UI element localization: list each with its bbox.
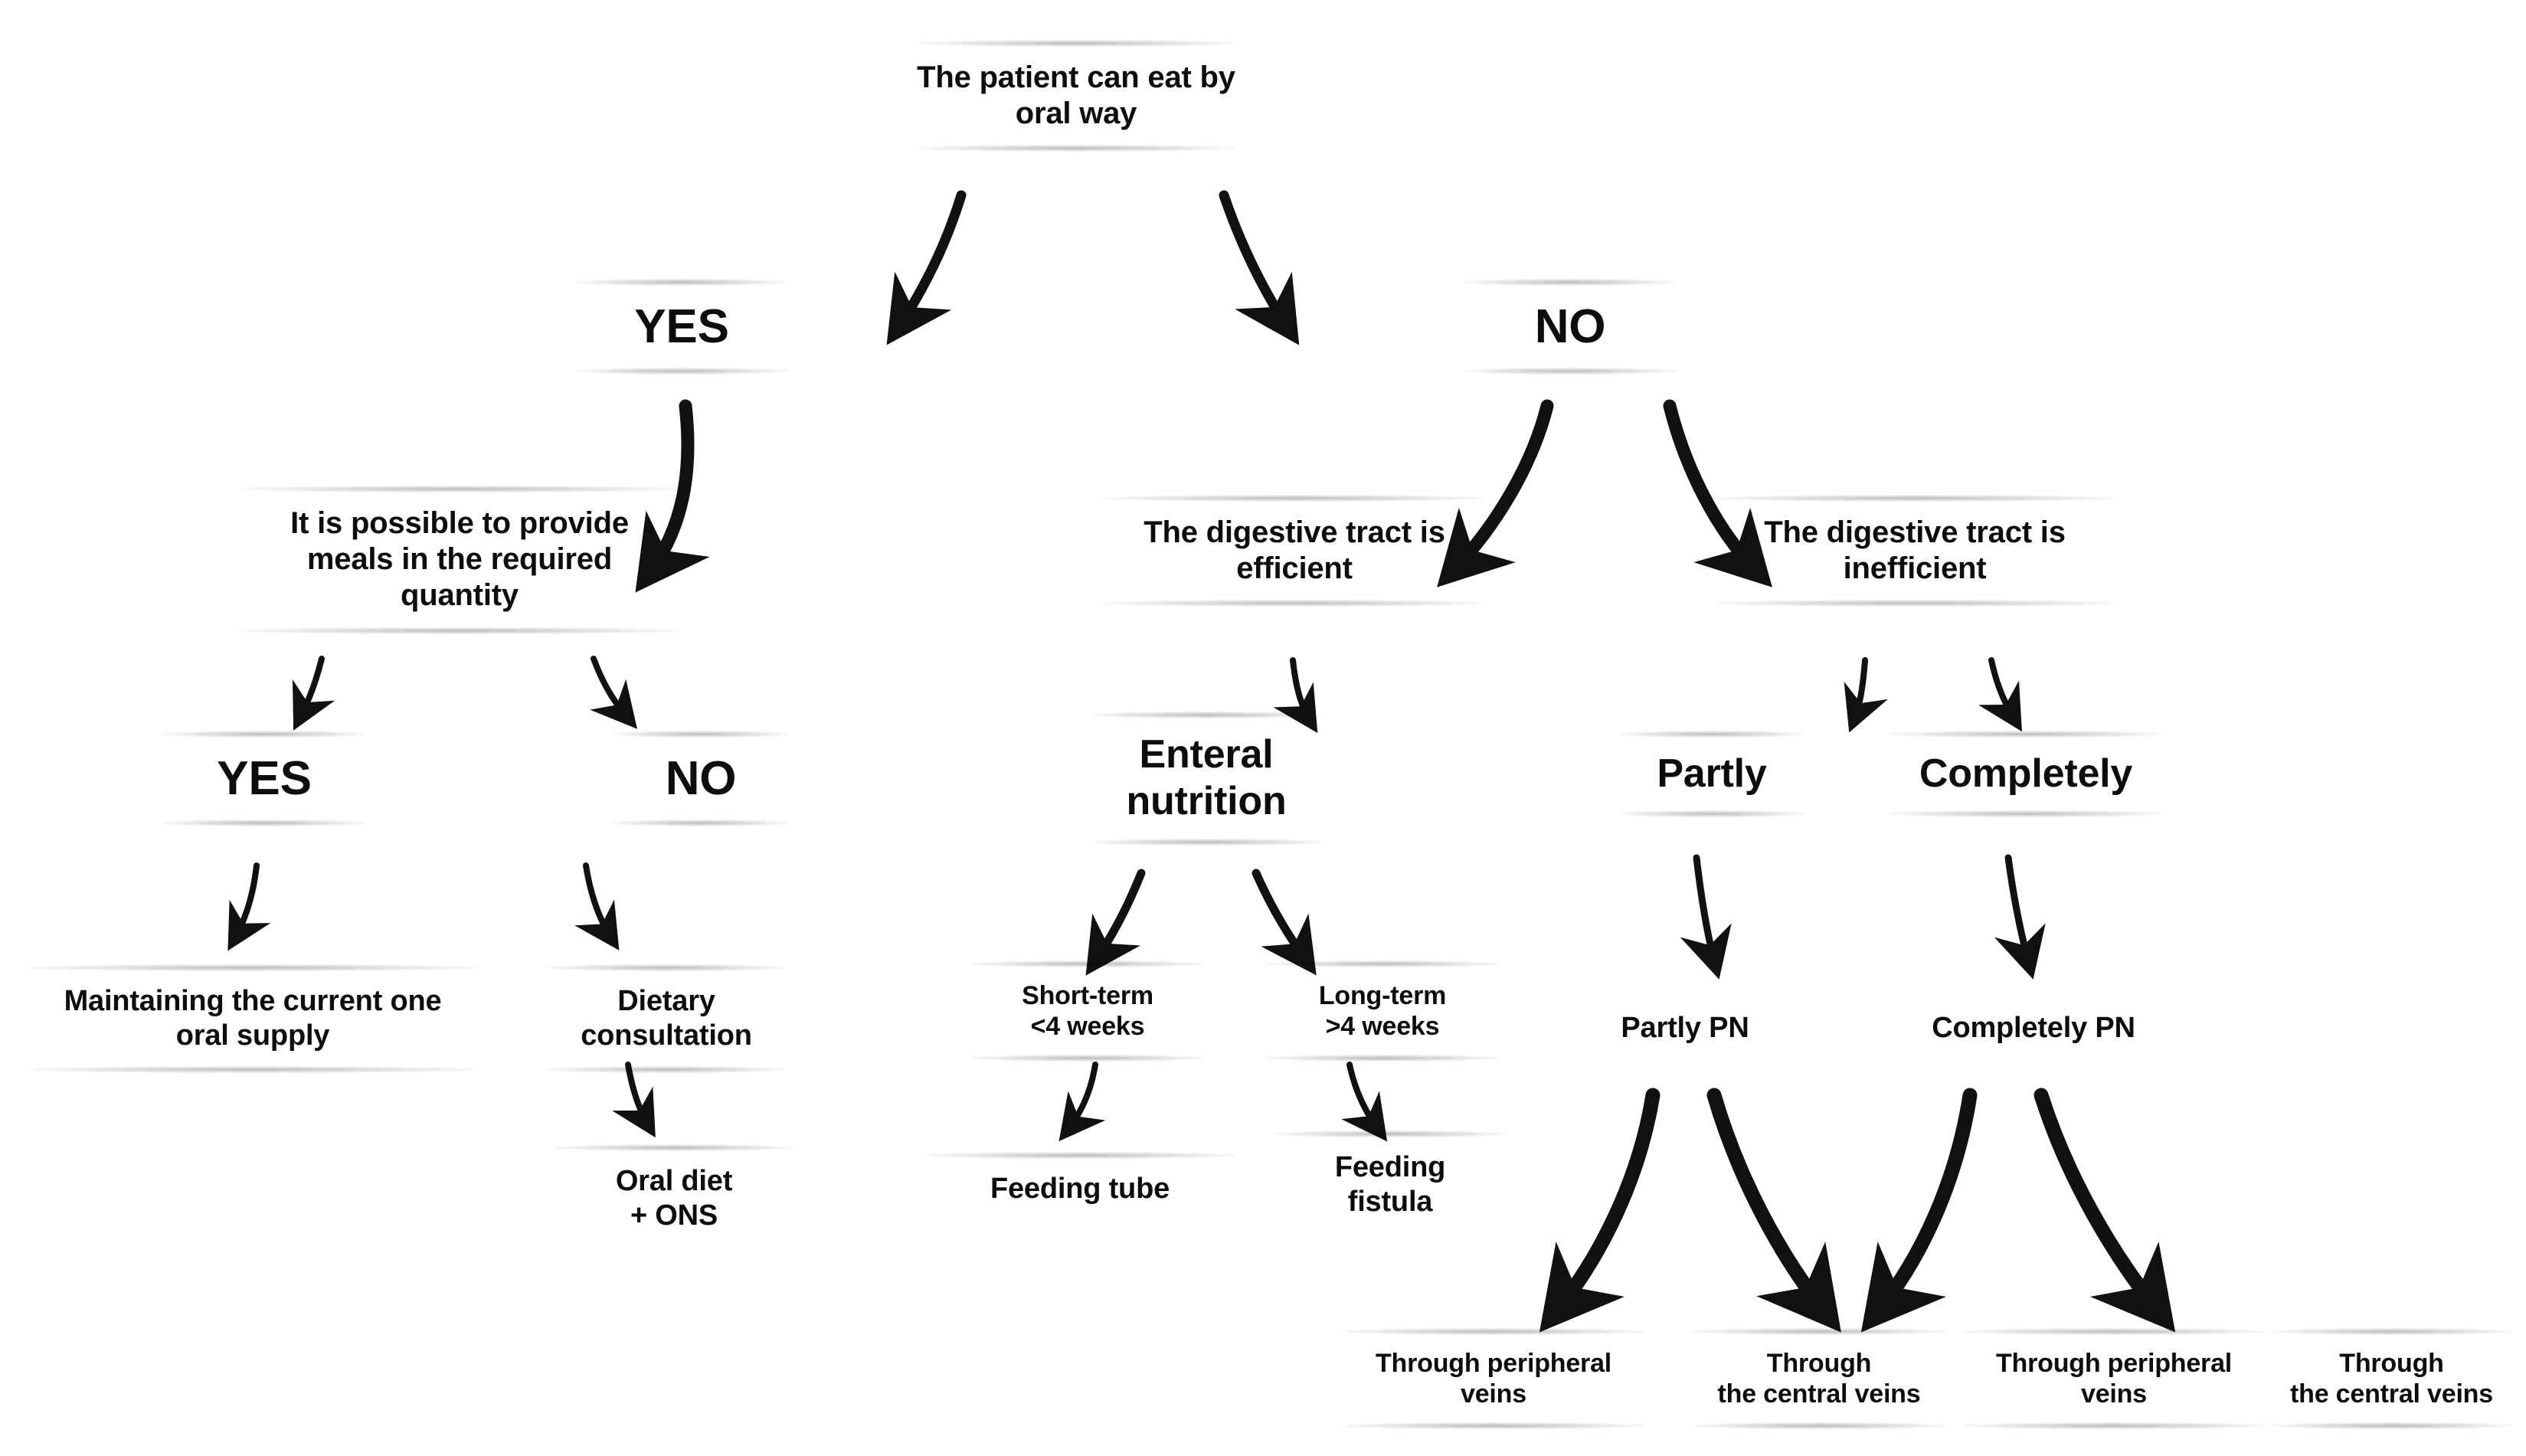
edge-no2-to-dietary [574, 862, 620, 950]
node-central-veins-1[interactable]: Through the central veins [1681, 1327, 1957, 1430]
node-dietary-consultation[interactable]: Dietary consultation [536, 964, 797, 1073]
edge-completely-pn-to-central [2034, 1088, 2176, 1333]
node-partly[interactable]: Partly [1612, 730, 1811, 818]
node-tract-inefficient[interactable]: The digestive tract is inefficient [1697, 494, 2133, 607]
node-root[interactable]: The patient can eat by oral way [904, 39, 1248, 152]
edge-oral-possible-to-no [590, 656, 637, 729]
node-enteral-nutrition[interactable]: Enteral nutrition [1080, 712, 1333, 846]
edge-partly-to-partly-pn [1680, 854, 1732, 980]
node-peripheral-veins-1[interactable]: Through peripheral veins [1329, 1327, 1658, 1430]
edge-enteral-to-short-term [1085, 869, 1146, 976]
edge-tract-inefficient-to-partly [1844, 657, 1888, 733]
node-yes-second[interactable]: YES [153, 730, 375, 827]
node-completely-pn[interactable]: Completely PN [1932, 1012, 2135, 1044]
node-partly-pn[interactable]: Partly PN [1621, 1012, 1749, 1044]
node-no-top[interactable]: NO [1455, 278, 1685, 375]
edge-long-term-to-feeding-fistula [1341, 1062, 1388, 1142]
node-long-term[interactable]: Long-term >4 weeks [1256, 960, 1509, 1062]
edge-completely-pn-to-peripheral [1860, 1088, 1978, 1333]
edge-root-to-no [1219, 190, 1300, 345]
node-feeding-fistula[interactable]: Feeding fistula [1264, 1130, 1517, 1219]
edge-yes2-to-maintain [227, 862, 271, 951]
edge-oral-possible-to-yes [292, 656, 335, 731]
edge-dietary-to-oral-diet [612, 1062, 656, 1138]
node-peripheral-veins-2[interactable]: Through peripheral veins [1949, 1327, 2279, 1430]
edge-enteral-to-long-term [1252, 869, 1317, 976]
node-feeding-tube[interactable]: Feeding tube [911, 1152, 1248, 1206]
edge-root-to-yes [886, 190, 967, 345]
node-short-term[interactable]: Short-term <4 weeks [961, 960, 1214, 1062]
edge-tract-inefficient-to-completely [1978, 657, 2022, 732]
node-no-second[interactable]: NO [605, 730, 797, 827]
edge-short-term-to-feeding-tube [1058, 1062, 1106, 1142]
node-oral-diet-ons[interactable]: Oral diet + ONS [544, 1144, 804, 1233]
edge-partly-pn-to-peripheral [1539, 1088, 1661, 1333]
edge-completely-to-completely-pn [1994, 854, 2046, 980]
node-maintain-oral[interactable]: Maintaining the current one oral supply [8, 964, 498, 1073]
node-yes-top[interactable]: YES [567, 278, 797, 375]
node-central-veins-2[interactable]: Through the central veins [2259, 1327, 2524, 1430]
node-completely[interactable]: Completely [1877, 730, 2175, 818]
node-oral-possible[interactable]: It is possible to provide meals in the r… [222, 486, 697, 634]
edge-partly-pn-to-central [1706, 1088, 1841, 1333]
node-tract-efficient[interactable]: The digestive tract is efficient [1088, 494, 1501, 607]
